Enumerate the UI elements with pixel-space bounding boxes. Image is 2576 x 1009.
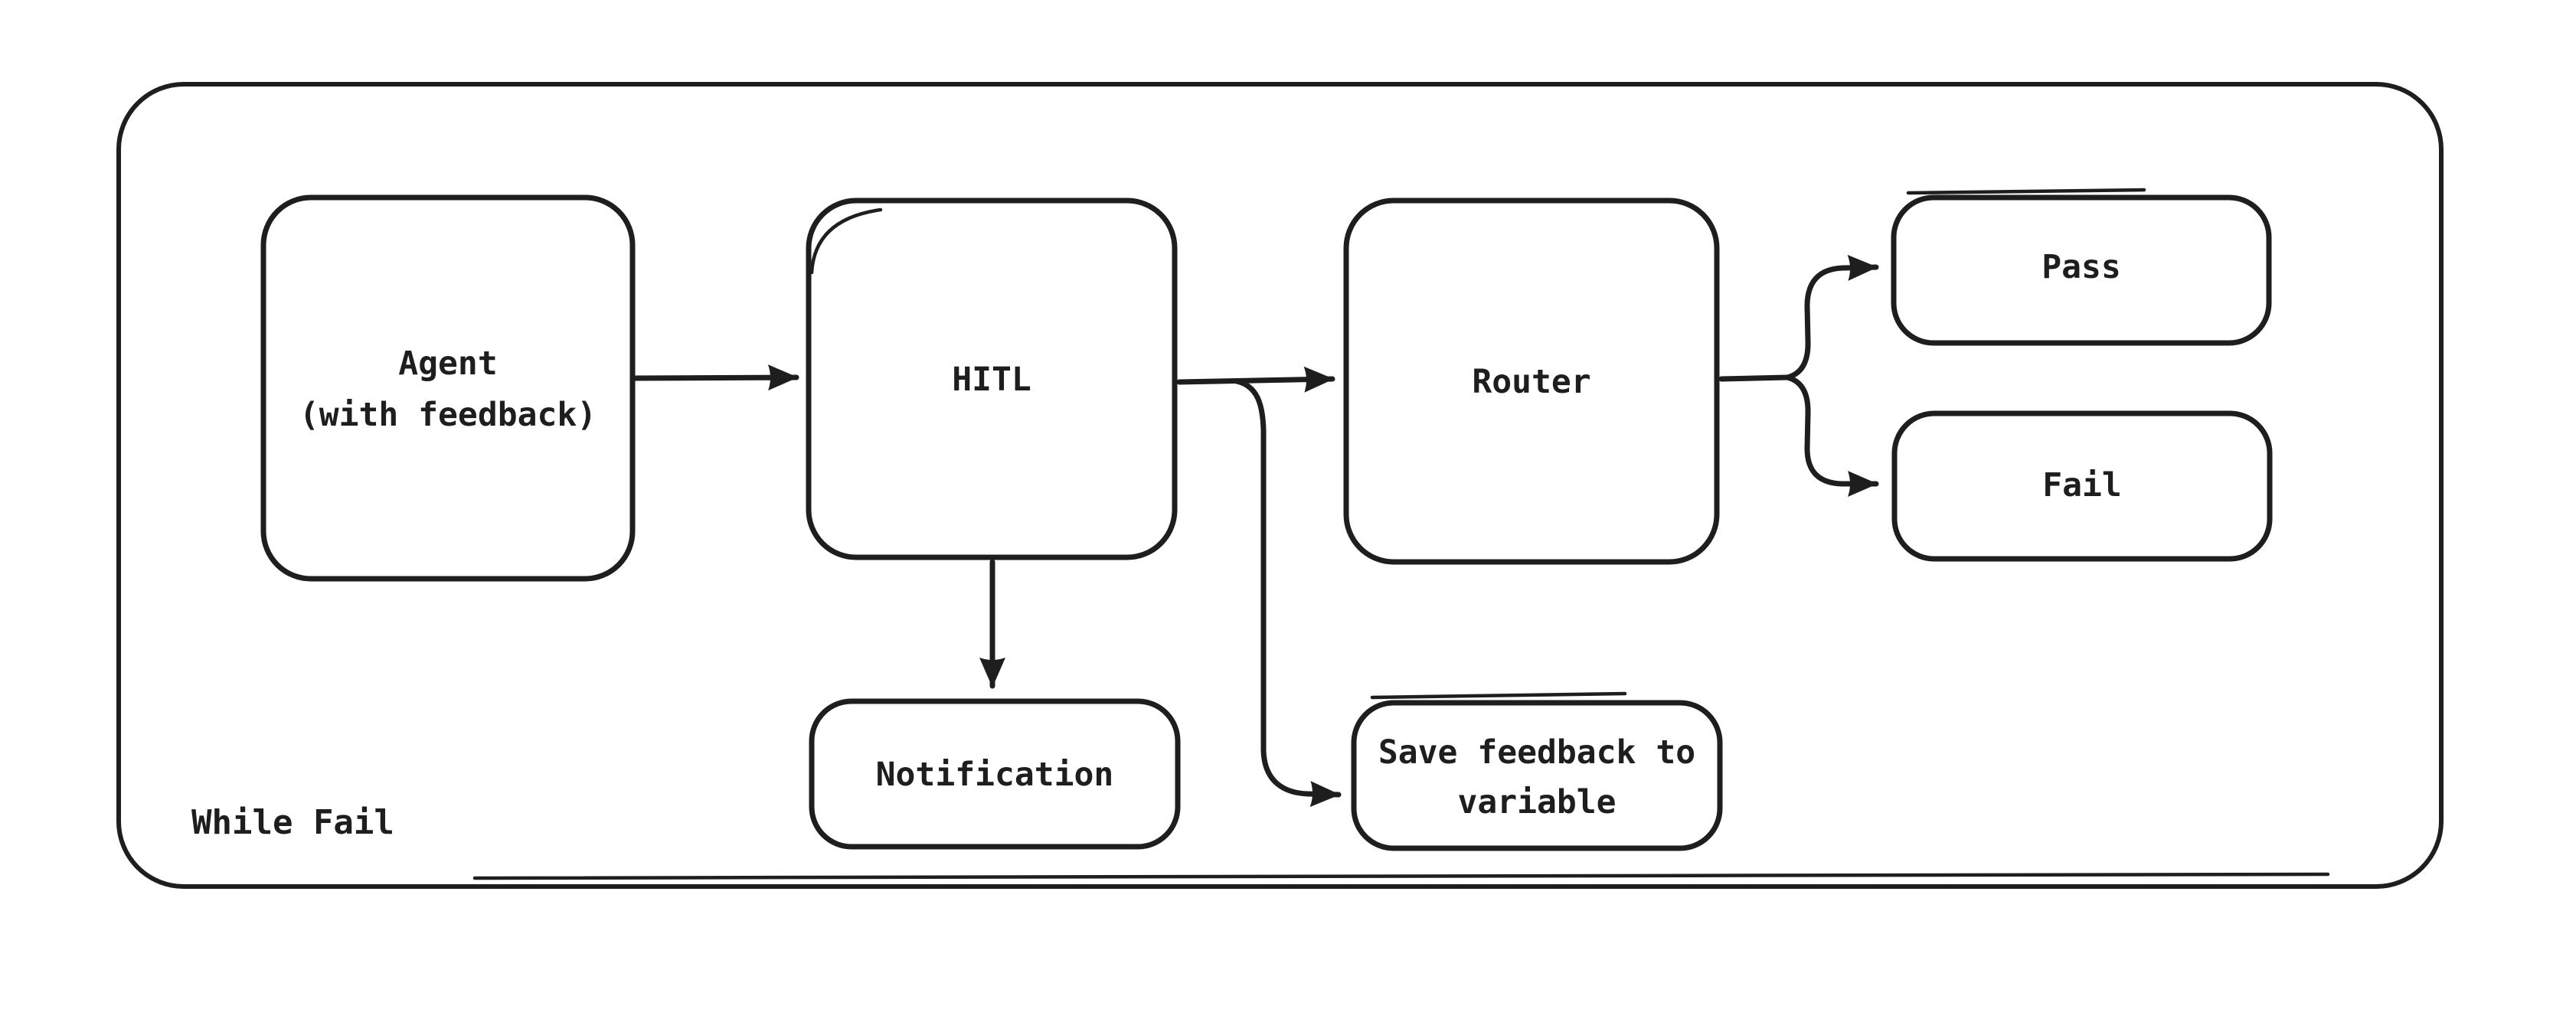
sketch-hitl-corner-doubleline <box>809 207 883 275</box>
label-save-feedback-line1: Save feedback to <box>1378 733 1695 772</box>
node-save-feedback <box>1351 700 1723 851</box>
label-pass: Pass <box>2042 248 2121 286</box>
sketch-container-bottom-doubleline <box>472 872 2330 880</box>
label-agent-line1: Agent <box>398 344 497 383</box>
edge-router-fork-stem <box>1718 374 1790 382</box>
edge-router-fail <box>1784 374 1879 497</box>
node-agent <box>260 194 636 582</box>
label-save-feedback-line2: variable <box>1457 783 1616 821</box>
edge-router-pass <box>1784 254 1879 380</box>
label-hitl: HITL <box>952 361 1031 399</box>
node-router <box>1343 198 1720 565</box>
edge-agent-hitl <box>631 364 799 391</box>
label-fail: Fail <box>2042 466 2122 504</box>
container-label-while-fail: While Fail <box>191 803 394 842</box>
while-fail-container <box>116 82 2444 889</box>
node-notification <box>809 698 1181 850</box>
label-router: Router <box>1472 363 1590 401</box>
edge-hitl-save-feedback <box>1234 378 1342 808</box>
sketch-pass-top-doubleline <box>1906 188 2146 195</box>
node-hitl <box>806 198 1178 560</box>
node-fail <box>1891 410 2273 562</box>
labels-layer: Agent (with feedback) HITL Router Pass F… <box>191 248 2122 842</box>
label-notification: Notification <box>876 756 1114 794</box>
node-pass <box>1891 194 2272 346</box>
label-agent-line2: (with feedback) <box>299 396 597 434</box>
edge-hitl-router <box>1176 366 1335 393</box>
shapes-layer <box>116 82 2444 889</box>
sketch-save-top-doubleline <box>1370 691 1627 700</box>
